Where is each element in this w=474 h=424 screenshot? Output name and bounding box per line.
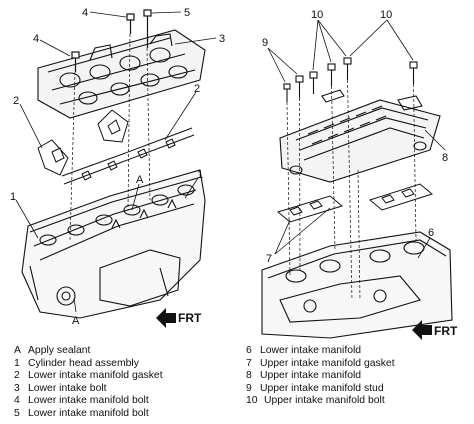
legend-item: 5 Lower intake manifold bolt xyxy=(14,408,163,421)
callout-A-top: A xyxy=(136,174,144,186)
legend-text: Upper intake manifold bolt xyxy=(264,395,385,407)
frt-label-right: FRT xyxy=(434,324,458,338)
callout-9: 9 xyxy=(262,37,268,49)
frt-label-left: FRT xyxy=(178,311,202,325)
legend-item: 3 Lower intake bolt xyxy=(14,383,163,396)
legend-text: Lower intake manifold gasket xyxy=(28,370,163,382)
callout-3: 3 xyxy=(219,33,225,45)
callout-2-right: 2 xyxy=(194,83,200,95)
assembly-lines-right xyxy=(286,79,417,301)
legend-text: Upper intake manifold gasket xyxy=(260,357,395,369)
legend-key: 9 xyxy=(246,382,252,394)
callout-4-top: 4 xyxy=(82,7,88,19)
legend-text: Apply sealant xyxy=(28,345,91,356)
upper-manifold-bolts xyxy=(283,57,418,103)
callout-1-left: 1 xyxy=(10,191,16,203)
legend-item: 1 Cylinder head assembly xyxy=(14,358,163,371)
callout-6: 6 xyxy=(428,227,434,239)
legend-text: Upper intake manifold xyxy=(260,370,362,382)
front-arrow-right: FRT xyxy=(412,320,458,340)
callout-10-right: 10 xyxy=(380,9,392,21)
lower-intake-manifold-right xyxy=(261,231,453,339)
legend-item: 7 Upper intake manifold gasket xyxy=(246,358,395,371)
callout-1-right: 1 xyxy=(197,169,203,181)
callout-A-bottom: A xyxy=(72,315,80,327)
legend-key: 8 xyxy=(246,370,252,382)
upper-intake-gaskets xyxy=(276,183,434,223)
lower-intake-gaskets xyxy=(37,109,195,185)
legend-text: Cylinder head assembly xyxy=(28,357,139,369)
legend-key: 3 xyxy=(14,382,20,394)
legend-key: A xyxy=(14,345,21,356)
legend-text: Upper intake manifold stud xyxy=(260,382,384,394)
legend-key: 2 xyxy=(14,370,20,382)
lower-intake-manifold-assembly xyxy=(37,29,206,119)
legend-text: Lower intake manifold bolt xyxy=(28,395,149,407)
callout-10-left: 10 xyxy=(311,9,323,21)
manifold-bolts-top xyxy=(71,9,152,72)
legend-text: Lower intake manifold xyxy=(260,345,362,356)
callouts-left xyxy=(15,11,217,313)
exploded-view-diagram: FRT 4 5 4 3 2 2 A 1 1 A xyxy=(10,7,458,340)
legend-key: 6 xyxy=(246,345,252,356)
assembly-lines-left xyxy=(69,33,151,241)
legend-item: 10 Upper intake manifold bolt xyxy=(246,395,395,408)
callouts-right xyxy=(267,19,446,259)
legend-key: 5 xyxy=(14,407,20,419)
legend-item: 8 Upper intake manifold xyxy=(246,370,395,383)
legend-key: 1 xyxy=(14,357,20,369)
legend-item: 6 Lower intake manifold xyxy=(246,345,395,358)
legend-left: A Apply sealant 1 Cylinder head assembly 2… xyxy=(14,345,163,421)
engine-block-left xyxy=(21,169,206,319)
legend-item: 9 Upper intake manifold stud xyxy=(246,383,395,396)
front-arrow-left: FRT xyxy=(156,308,202,328)
legend-text: Lower intake manifold bolt xyxy=(28,407,149,419)
callout-5: 5 xyxy=(184,7,190,19)
callout-2-left: 2 xyxy=(13,95,19,107)
legend-item: 4 Lower intake manifold bolt xyxy=(14,395,163,408)
upper-intake-manifold xyxy=(279,95,441,183)
callout-7: 7 xyxy=(266,253,272,265)
callout-8: 8 xyxy=(442,152,448,164)
legend-item: A Apply sealant xyxy=(14,345,163,358)
legend-item: 2 Lower intake manifold gasket xyxy=(14,370,163,383)
legend-key: 4 xyxy=(14,395,20,407)
legend-key: 7 xyxy=(246,357,252,369)
legend-key: 10 xyxy=(246,395,258,407)
callout-4: 4 xyxy=(33,33,39,45)
legend-text: Lower intake bolt xyxy=(28,382,107,394)
